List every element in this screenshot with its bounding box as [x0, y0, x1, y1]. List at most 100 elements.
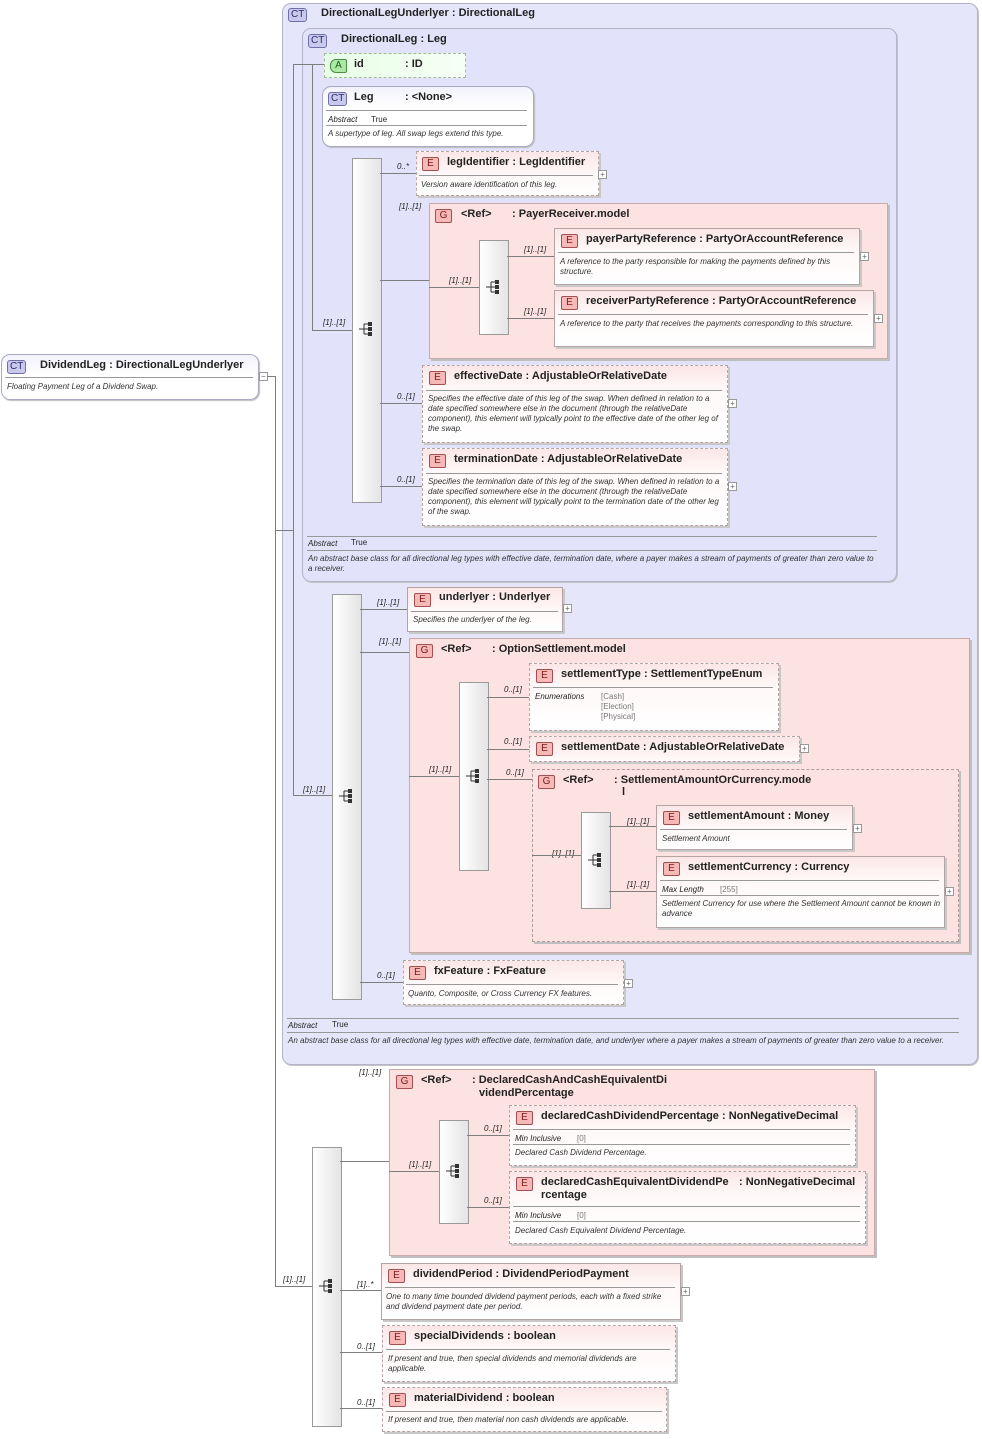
leg-doc: A supertype of leg. All swap legs extend… [328, 129, 504, 138]
settlement-type-element[interactable] [529, 663, 779, 731]
termination-date-doc: Specifies the termination date of this l… [428, 477, 720, 516]
sequence-compositor[interactable] [332, 594, 362, 1000]
element-badge: E [414, 593, 431, 607]
effective-date-card: 0..[1] [397, 392, 415, 401]
expand-button[interactable]: + [563, 604, 572, 613]
settlement-amount-element[interactable] [656, 805, 853, 850]
expand-button[interactable]: + [598, 170, 607, 179]
receiver-party-reference-doc: A reference to the party that receives t… [560, 319, 854, 328]
separator [558, 314, 868, 315]
settlement-currency-doc: Settlement Currency for use where the Se… [662, 899, 941, 918]
material-dividend-card: 0..[1] [357, 1398, 375, 1407]
min-inclusive-value: [0] [577, 1211, 586, 1220]
element-badge: E [561, 296, 578, 310]
separator [386, 1349, 670, 1350]
separator [513, 1129, 850, 1130]
payer-receiver-card: [1]..[1] [399, 202, 422, 211]
termination-date-card: 0..[1] [397, 475, 415, 484]
separator [513, 1221, 860, 1222]
element-badge: E [516, 1177, 533, 1191]
settlement-currency-element[interactable] [656, 856, 945, 928]
settlement-date-name: settlementDate : AdjustableOrRelativeDat… [561, 741, 785, 753]
dividend-period-doc: One to many time bounded dividend paymen… [386, 1292, 662, 1311]
enum-value: [Physical] [601, 712, 636, 721]
declared-cash-equivalent-type: : NonNegativeDecimal [739, 1176, 856, 1188]
element-badge: E [536, 669, 553, 683]
declared-cash-equivalent-name-line1: declaredCashEquivalentDividendPe [541, 1176, 729, 1188]
max-length-label: Max Length [662, 885, 704, 894]
special-dividends-card: 0..[1] [357, 1342, 375, 1351]
material-dividend-element[interactable] [382, 1387, 667, 1432]
leg-type: : <None> [405, 91, 453, 103]
settlement-amount-card: [1]..[1] [627, 817, 650, 826]
enum-value: [Cash] [601, 692, 625, 701]
effective-date-element[interactable] [422, 365, 728, 443]
element-badge: E [536, 742, 553, 756]
expand-button[interactable]: + [728, 399, 737, 408]
separator [326, 110, 527, 111]
abstract-label: Abstract [308, 539, 338, 548]
special-dividends-element[interactable] [382, 1325, 676, 1382]
separator [287, 1018, 959, 1019]
separator [307, 550, 877, 551]
expand-button[interactable]: + [728, 482, 737, 491]
separator [426, 390, 722, 391]
expand-button[interactable]: + [624, 979, 633, 988]
element-badge: E [422, 157, 439, 171]
fx-feature-element[interactable] [403, 960, 624, 1005]
separator [660, 895, 939, 896]
group-badge: G [396, 1075, 413, 1089]
separator [419, 175, 593, 176]
expand-button[interactable]: + [874, 314, 883, 323]
element-badge: E [516, 1111, 533, 1125]
expand-button[interactable]: + [853, 824, 862, 833]
separator [386, 1411, 662, 1412]
declared-cash-dividend-percentage-card: 0..[1] [484, 1124, 502, 1133]
dlu-doc: An abstract base class for all direction… [288, 1036, 945, 1045]
payer-receiver-type: : PayerReceiver.model [512, 208, 630, 220]
payer-party-reference-element[interactable] [554, 228, 860, 285]
option-settlement-ref: <Ref> [441, 643, 472, 655]
min-inclusive-value: [0] [577, 1134, 586, 1143]
separator [385, 1287, 675, 1288]
underlyer-element[interactable] [407, 587, 563, 632]
declared-cash-type-line2: videndPercentage [479, 1087, 574, 1099]
termination-date-element[interactable] [422, 448, 728, 526]
declared-cash-dividend-percentage-element[interactable] [509, 1105, 856, 1166]
root-name: DividendLeg : DirectionalLegUnderlyer [40, 359, 244, 371]
group-badge: G [538, 775, 555, 789]
declared-cash-equivalent-doc: Declared Cash Equivalent Dividend Percen… [515, 1226, 687, 1235]
element-badge: E [561, 234, 578, 248]
leg-identifier-element[interactable] [416, 151, 599, 196]
settlement-date-element[interactable] [529, 736, 800, 762]
material-dividend-doc: If present and true, then material non c… [388, 1415, 629, 1424]
separator [326, 125, 527, 126]
separator [287, 1032, 959, 1033]
sequence-icon [359, 322, 372, 336]
declared-cash-equivalent-dividend-percentage-element[interactable] [509, 1171, 866, 1244]
abstract-label: Abstract [328, 115, 358, 124]
root-doc: Floating Payment Leg of a Dividend Swap. [7, 382, 159, 391]
underlyer-name: underlyer : Underlyer [439, 591, 551, 603]
expand-button[interactable]: + [945, 887, 954, 896]
expand-button[interactable]: + [681, 1287, 690, 1296]
separator [513, 1144, 850, 1145]
sequence-icon [486, 280, 499, 294]
separator [660, 880, 939, 881]
effective-date-name: effectiveDate : AdjustableOrRelativeDate [454, 370, 667, 382]
dividend-period-element[interactable] [381, 1263, 681, 1320]
sequence-compositor[interactable] [439, 1120, 469, 1224]
max-length-value: [255] [720, 885, 738, 894]
separator [426, 473, 722, 474]
abstract-value: True [332, 1020, 349, 1029]
settlement-date-card: 0..[1] [504, 737, 522, 746]
separator [660, 829, 847, 830]
element-badge: E [663, 862, 680, 876]
expand-button[interactable]: + [800, 744, 809, 753]
declared-cash-card: [1]..[1] [359, 1068, 382, 1077]
receiver-party-reference-element[interactable] [554, 290, 874, 347]
sequence-compositor[interactable] [312, 1147, 342, 1427]
expand-button[interactable]: + [860, 252, 869, 261]
sequence-compositor[interactable] [352, 158, 382, 503]
fx-feature-doc: Quanto, Composite, or Cross Currency FX … [408, 989, 593, 998]
